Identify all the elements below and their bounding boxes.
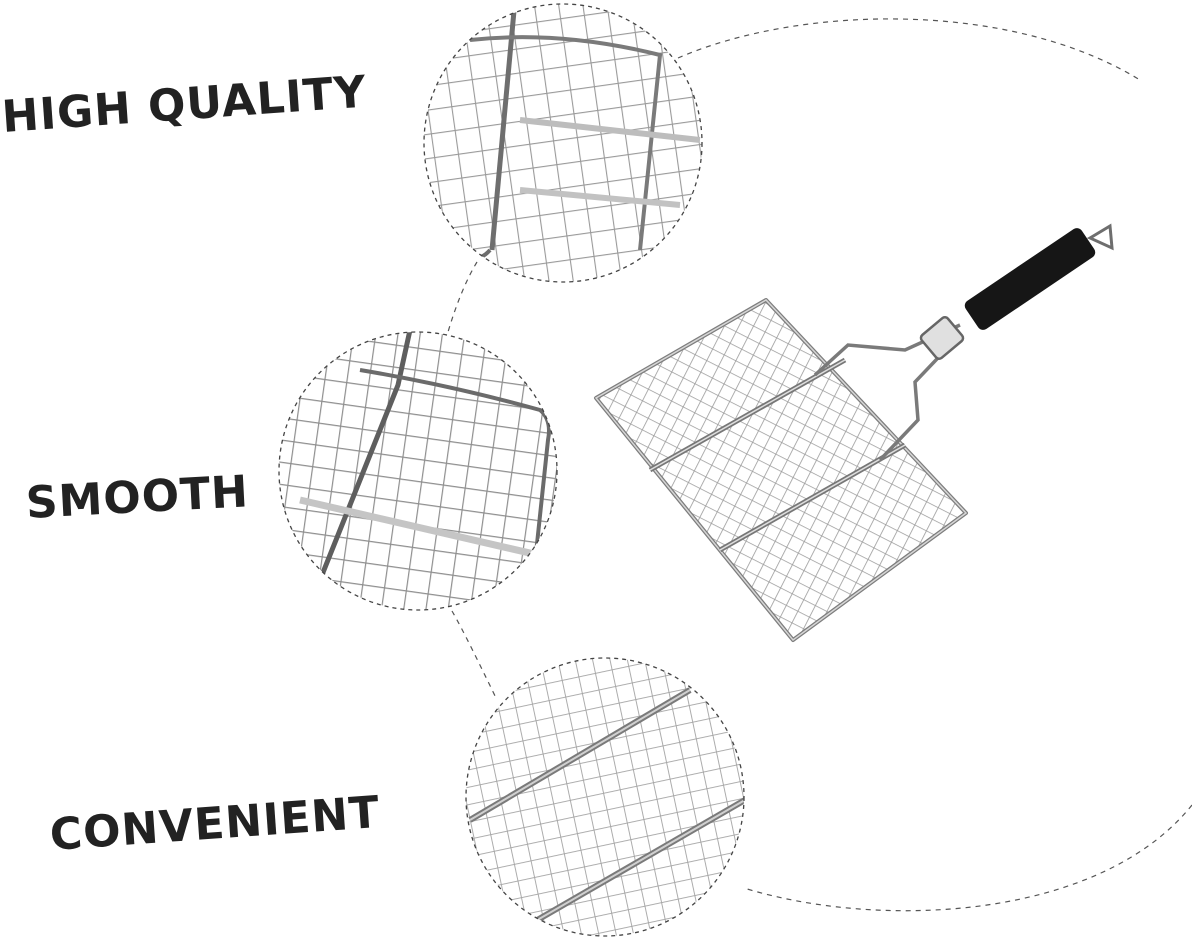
- grill-mesh-detail-corner-icon: [423, 3, 703, 283]
- grill-mesh-detail-edge-icon: [278, 331, 558, 611]
- grill-mesh-detail-grid-icon: [465, 657, 745, 937]
- dashed-connector-line: [447, 18, 1192, 912]
- grill-basket-with-handle-icon: [594, 223, 1114, 642]
